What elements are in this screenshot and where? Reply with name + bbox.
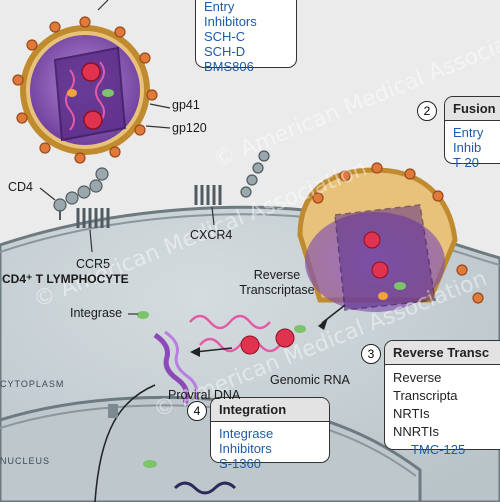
integrase-label: Integrase xyxy=(70,306,123,320)
reverse-box-line: TMC-125 xyxy=(411,442,466,457)
entry-box-line: SCH-C xyxy=(204,29,246,44)
integration-box-title: Integration xyxy=(211,398,329,422)
cd4-label: CD4 xyxy=(8,180,34,194)
entry-inhibitors-box: Entry Inhibitors SCH-C SCH-D BMS806 xyxy=(195,0,297,74)
integration-box-line: S-1360 xyxy=(219,456,261,471)
step-number-4: 4 xyxy=(187,401,207,421)
entry-box-line: SCH-D xyxy=(204,44,246,59)
gp41-label: gp41 xyxy=(172,98,200,112)
fusion-box-title: Fusion xyxy=(445,97,500,121)
gp120-label: gp120 xyxy=(172,121,207,135)
fusion-box: Fusion Entry Inhib T-20 xyxy=(444,96,500,170)
reverse-transcriptase-label: Reverse Transcriptase xyxy=(239,268,315,297)
nucleus-label: NUCLEUS xyxy=(0,456,51,466)
entry-box-line: Entry Inhibitors xyxy=(204,0,257,29)
reverse-box-line: NRTIs xyxy=(393,406,430,421)
proviral-dna-strand xyxy=(153,332,190,404)
genomic-rna-label: Genomic RNA xyxy=(270,373,350,387)
cd4-receptor xyxy=(53,167,109,212)
fusion-virion xyxy=(297,162,484,312)
hiv-virion xyxy=(12,16,158,164)
reverse-transcription-box: Reverse Transc Reverse Transcripta NRTIs… xyxy=(384,340,500,457)
fusion-box-line: T-20 xyxy=(453,155,480,170)
cell-title: CD4⁺ T LYMPHOCYTE xyxy=(2,272,129,286)
cxcr4-receptor xyxy=(194,185,222,205)
entry-box-line: BMS806 xyxy=(204,59,254,74)
cxcr4-label: CXCR4 xyxy=(190,228,233,242)
integration-box: Integration Integrase Inhibitors S-1360 xyxy=(210,397,330,471)
proviral-dna-label: Proviral DNA xyxy=(168,388,241,402)
integrase-protein xyxy=(137,311,149,319)
cytoplasm-label: CYTOPLASM xyxy=(0,379,65,389)
integrated-dna xyxy=(173,481,237,495)
fusion-box-line: Entry Inhib xyxy=(453,125,484,155)
reverse-box-title: Reverse Transc xyxy=(385,341,500,365)
step-number-2: 2 xyxy=(417,101,437,121)
reverse-transcription-complex xyxy=(189,314,306,355)
ccr5-label: CCR5 xyxy=(76,257,111,271)
integration-box-line: Integrase Inhibitors xyxy=(219,426,274,456)
step-number-3: 3 xyxy=(361,344,381,364)
reverse-box-line: NNRTIs xyxy=(393,424,439,439)
ccr5-receptor xyxy=(76,208,110,228)
reverse-box-line: Reverse Transcripta xyxy=(393,370,458,403)
